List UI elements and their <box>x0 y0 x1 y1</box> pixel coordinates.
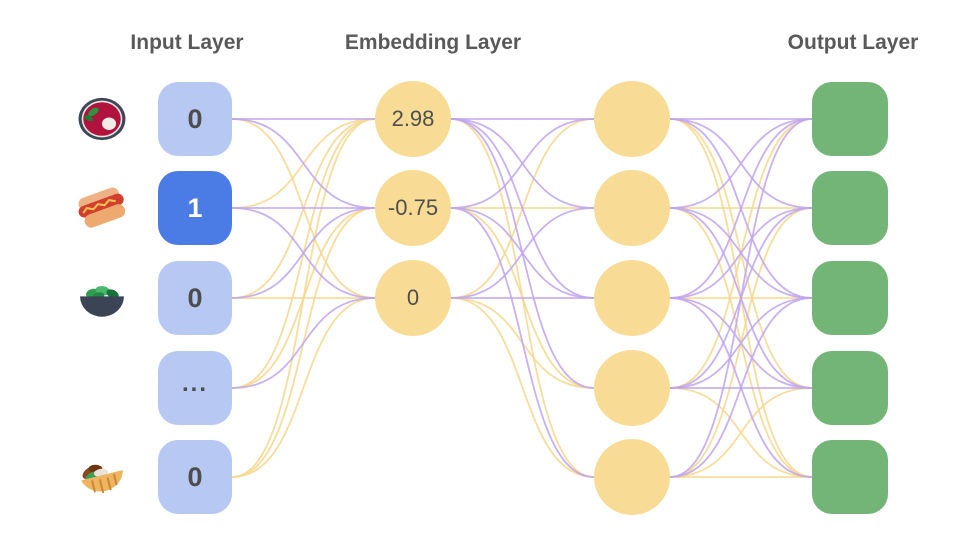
embedding-node: -0.75 <box>375 170 451 246</box>
stuffed-flatbread-icon <box>70 446 134 508</box>
input-node: 0 <box>158 261 232 335</box>
hot-dog-icon <box>70 177 134 239</box>
input-node-value: 0 <box>187 103 203 134</box>
input-node-value: 0 <box>187 282 203 313</box>
embedding-layer-title: Embedding Layer <box>344 31 522 54</box>
output-node <box>812 440 888 514</box>
input-node: 0 <box>158 82 232 156</box>
embedding-node-value: 0 <box>406 285 420 310</box>
salad-icon <box>70 267 134 329</box>
output-layer-title: Output Layer <box>787 31 919 54</box>
input-layer-title: Input Layer <box>130 31 244 54</box>
hidden-node <box>594 170 670 246</box>
input-node-value: ... <box>181 370 208 397</box>
embedding-node: 0 <box>375 260 451 336</box>
input-node-highlighted: 1 <box>158 171 232 245</box>
input-node-ellipsis: ... <box>158 351 232 425</box>
input-node-value: 0 <box>187 461 203 492</box>
output-node <box>812 171 888 245</box>
input-node: 0 <box>158 440 232 514</box>
embedding-node-value: -0.75 <box>387 195 439 220</box>
output-node <box>812 82 888 156</box>
hidden-node <box>594 439 670 515</box>
hidden-node <box>594 81 670 157</box>
input-node-value: 1 <box>187 192 203 223</box>
embedding-node-value: 2.98 <box>391 106 435 131</box>
hidden-node <box>594 260 670 336</box>
output-node <box>812 261 888 335</box>
hidden-node <box>594 350 670 426</box>
borscht-icon <box>70 88 134 150</box>
embedding-node: 2.98 <box>375 81 451 157</box>
output-node <box>812 351 888 425</box>
